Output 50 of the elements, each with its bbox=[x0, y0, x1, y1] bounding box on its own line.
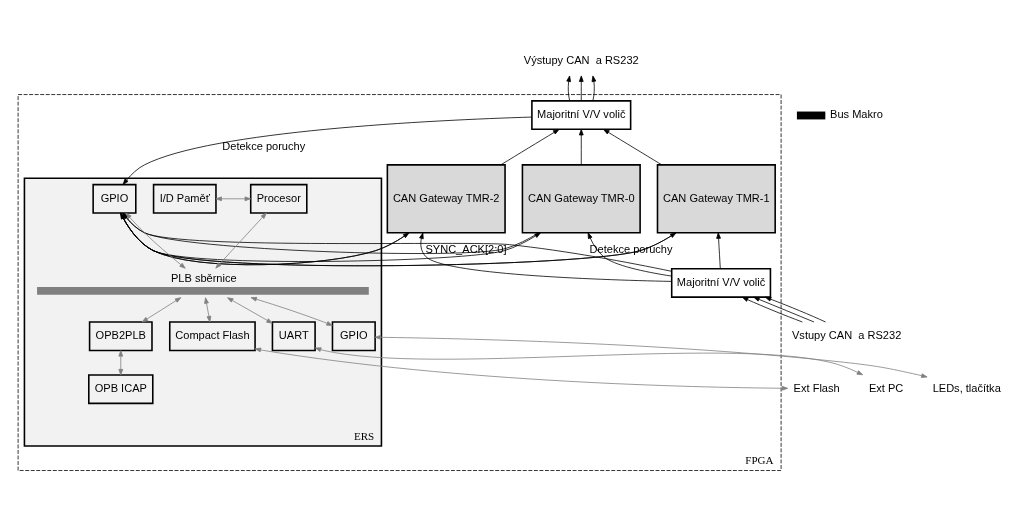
node-text: Ext Flash bbox=[793, 382, 840, 395]
node-text: Výstupy CAN a RS232 bbox=[523, 54, 639, 67]
arrow bbox=[753, 296, 815, 323]
arrow bbox=[374, 335, 928, 378]
arrow bbox=[578, 129, 584, 166]
node-box: Procesor bbox=[249, 183, 308, 214]
arrow bbox=[254, 347, 789, 391]
arrow bbox=[118, 350, 124, 376]
arrow bbox=[120, 212, 541, 262]
arrow bbox=[204, 297, 212, 323]
node-text: LEDs, tlačítka bbox=[932, 382, 1001, 395]
arrow bbox=[419, 232, 672, 282]
arrow bbox=[566, 75, 571, 101]
node-box: OPB2PLB bbox=[88, 321, 153, 352]
node-box: UART bbox=[271, 321, 316, 352]
node-box: Majoritní V/V volič bbox=[670, 267, 772, 298]
node-box: CAN Gateway TMR-0 bbox=[521, 164, 641, 234]
arrow bbox=[120, 212, 410, 266]
node-box: GPIO bbox=[331, 321, 376, 352]
arrow bbox=[500, 129, 560, 166]
node-box: Compact Flash bbox=[168, 321, 256, 352]
node-box: CAN Gateway TMR-1 bbox=[656, 164, 776, 234]
arrow bbox=[215, 212, 267, 269]
arrow bbox=[578, 75, 584, 101]
arrow bbox=[125, 212, 186, 269]
node-box: OPB ICAP bbox=[88, 374, 154, 405]
arrow bbox=[250, 296, 333, 326]
arrow bbox=[742, 296, 803, 323]
arrow bbox=[315, 347, 864, 376]
node-text: Vstupy CAN a RS232 bbox=[792, 329, 902, 342]
arrow bbox=[227, 297, 273, 324]
arrow bbox=[587, 232, 672, 277]
arrow bbox=[215, 196, 251, 202]
arrow bbox=[716, 232, 721, 269]
node-bar bbox=[37, 286, 369, 295]
arrow bbox=[141, 297, 182, 323]
edge-label: Detekce poruchy bbox=[222, 140, 306, 152]
node-label: PLB sběrnice bbox=[170, 272, 237, 285]
node-box: I/D Paměť bbox=[152, 183, 217, 214]
node-box: Majoritní V/V volič bbox=[531, 100, 632, 131]
node-box: CAN Gateway TMR-2 bbox=[386, 164, 506, 234]
edge-label: SYNC_ACK[2:0] bbox=[425, 243, 507, 256]
node-box: GPIO bbox=[92, 183, 137, 214]
legend-label: Bus Makro bbox=[830, 108, 883, 121]
arrow bbox=[765, 296, 826, 323]
node-text: Ext PC bbox=[868, 382, 904, 395]
arrow bbox=[122, 212, 540, 254]
arrow bbox=[591, 75, 597, 101]
arrow bbox=[603, 129, 663, 166]
arrow bbox=[122, 116, 533, 185]
